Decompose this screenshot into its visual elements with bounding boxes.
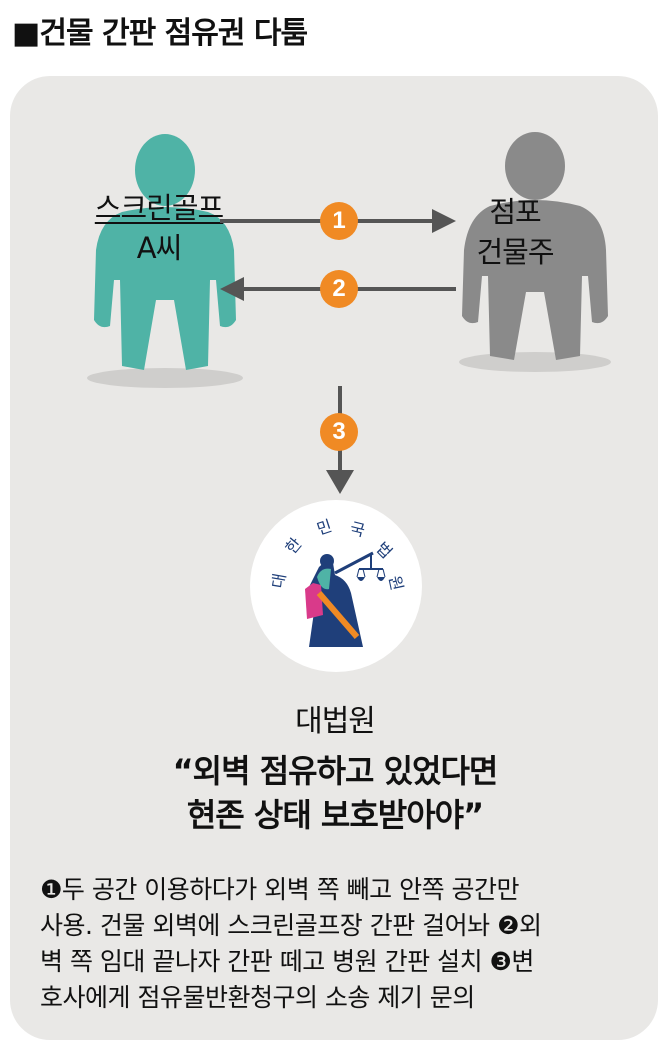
person-a-line1: 스크린골프 <box>94 191 224 225</box>
note-line-4: 호사에게 점유물반환청구의 소송 제기 문의 <box>40 983 475 1012</box>
ruling-quote-line1: “외벽 점유하고 있었다면 <box>172 752 499 790</box>
person-a-figure <box>87 134 243 388</box>
supreme-court-seal: 대 한 민 국 법 원 <box>247 497 425 679</box>
building-owner-line2: 건물주 <box>476 235 554 269</box>
building-owner-line1: 점포 <box>489 195 541 229</box>
court-name: 대법원 <box>295 704 376 739</box>
note-line-2: 사용. 건물 외벽에 스크린골프장 간판 걸어놔 ❷외 <box>40 911 542 940</box>
ruling-quote-line2: 현존 상태 보호받아야” <box>186 796 484 834</box>
seal-char-6: 원 <box>385 574 407 592</box>
seal-char-4: 국 <box>348 518 367 540</box>
step-1-badge: 1 <box>320 202 358 240</box>
step-3-badge: 3 <box>320 413 358 451</box>
note-line-3: 벽 쪽 임대 끝나자 간판 떼고 병원 간판 설치 ❸변 <box>40 947 534 976</box>
person-a-label: 스크린골프 A씨 <box>64 188 254 268</box>
page-title: ■건물 간판 점유권 다툼 <box>12 16 308 51</box>
building-owner-label: 점포 건물주 <box>440 192 590 272</box>
step-2-badge: 2 <box>320 270 358 308</box>
seal-char-3: 민 <box>314 516 334 539</box>
person-a-line2: A씨 <box>136 231 183 265</box>
note-line-1: ❶두 공간 이용하다가 외벽 쪽 빼고 안쪽 공간만 <box>40 875 520 904</box>
building-owner-figure <box>459 132 611 372</box>
seal-char-1: 대 <box>268 572 289 590</box>
